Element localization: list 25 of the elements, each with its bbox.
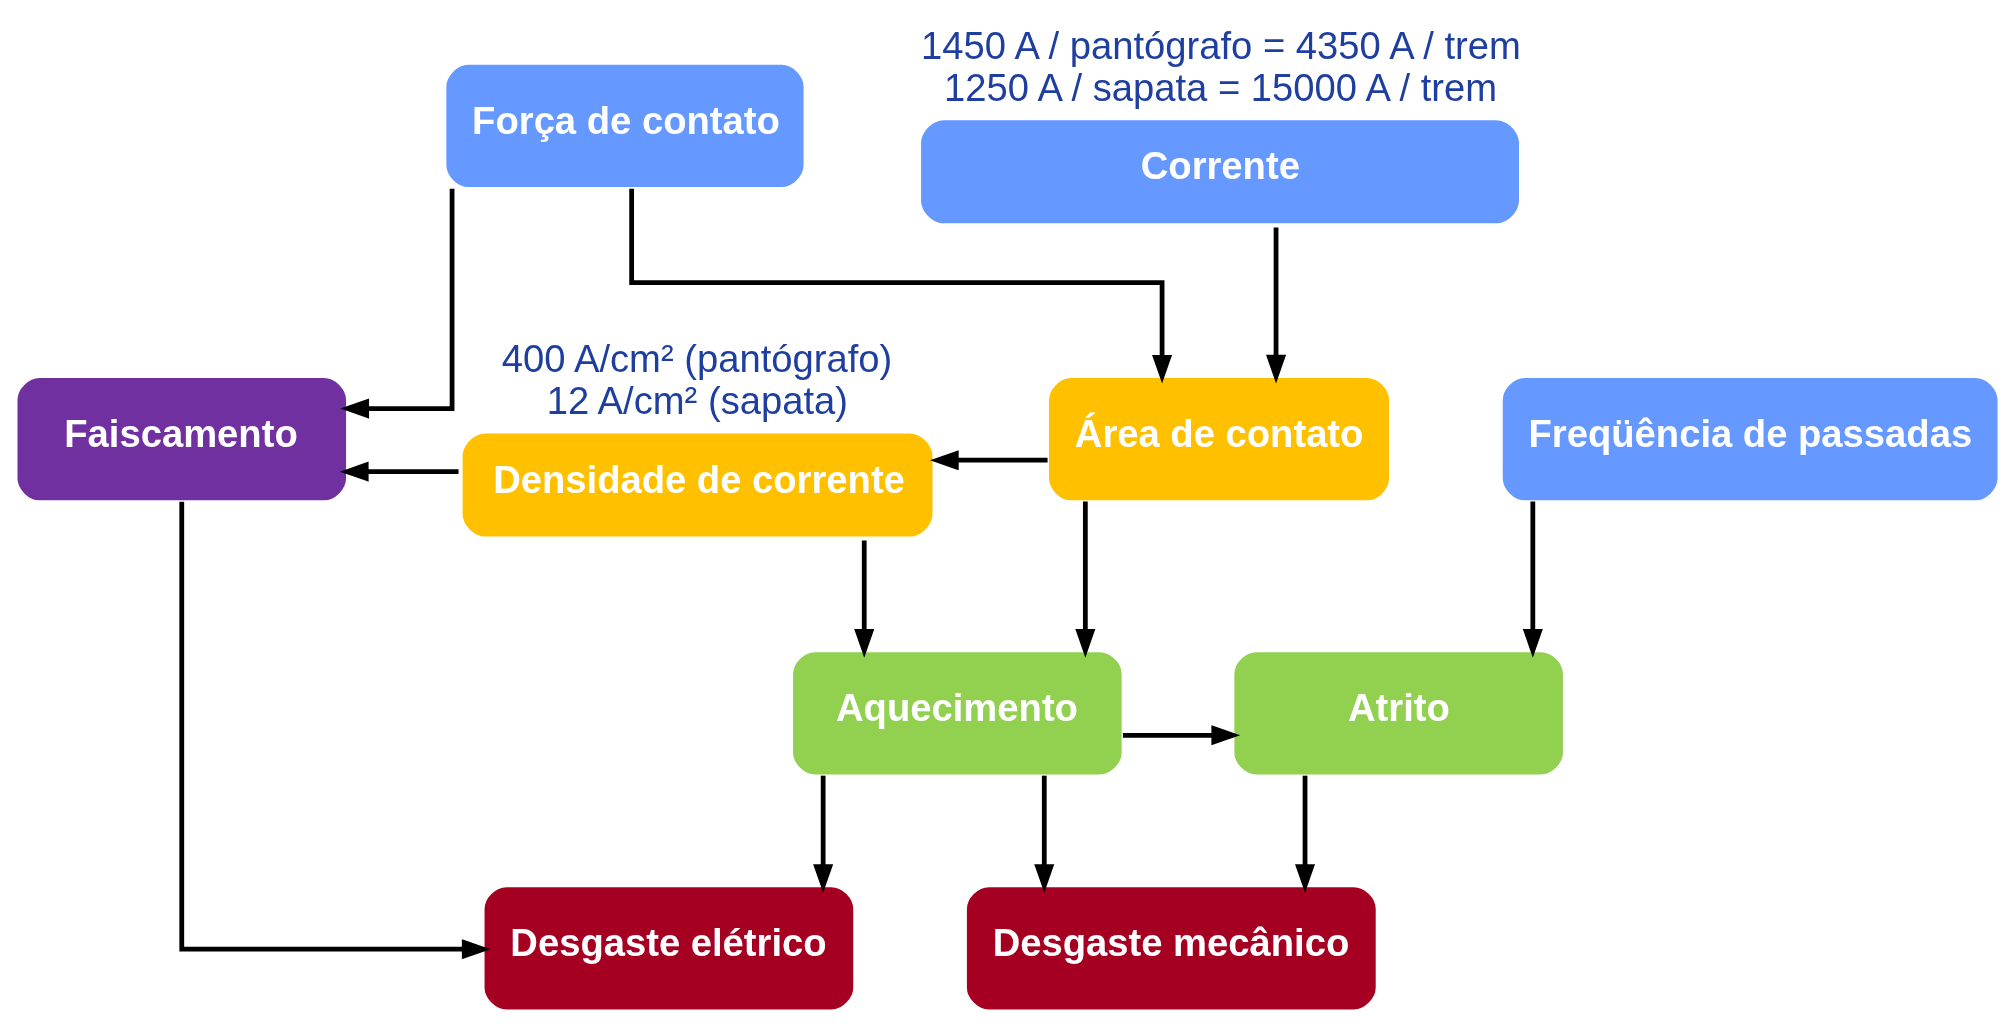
node-box: Desgaste elétrico	[482, 884, 856, 1011]
arrow	[1294, 775, 1316, 893]
node-box: Densidade de corrente	[462, 432, 933, 537]
arrow	[929, 449, 1048, 470]
arrow	[1075, 500, 1096, 658]
node-box: Força de contato	[444, 62, 806, 189]
node-box: Desgaste mecânico	[965, 884, 1378, 1011]
arrow	[1266, 227, 1287, 383]
arrow	[1122, 724, 1241, 745]
arrow	[1522, 500, 1543, 658]
arrow	[179, 501, 491, 959]
arrow	[813, 775, 834, 893]
node-box: Atrito	[1232, 649, 1565, 776]
arrow	[339, 461, 459, 482]
arrow	[854, 540, 875, 658]
node-box: Área de contato	[1047, 375, 1391, 502]
node-label: 1450 A / pantógrafo = 4350 A / trem	[921, 23, 1521, 67]
arrow	[1034, 775, 1055, 893]
arrow	[629, 188, 1173, 384]
node-box: Aquecimento	[791, 649, 1124, 776]
node-box: Freqüência de passadas	[1500, 375, 2000, 502]
node-box: Corrente	[921, 119, 1519, 223]
arrow	[340, 188, 455, 419]
node-box: Faiscamento	[15, 375, 348, 502]
node-label: 400 A/cm² (pantógrafo)	[501, 336, 893, 380]
